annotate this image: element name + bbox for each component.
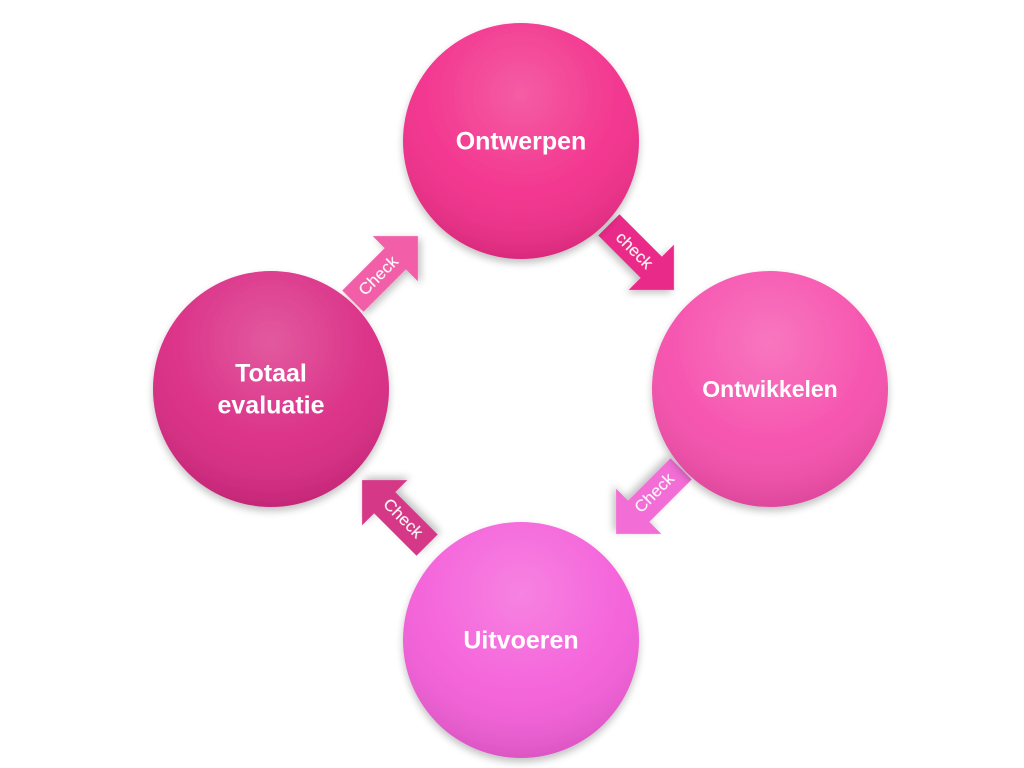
node-label-line1: Totaal <box>235 360 307 388</box>
node-label: Uitvoeren <box>463 627 578 655</box>
node-gloss <box>652 271 888 507</box>
node-label-line2: evaluatie <box>217 392 324 420</box>
arrow-shape <box>598 214 674 290</box>
arrow-shape <box>616 458 692 534</box>
arrow-uitvoeren-to-totaal: Check <box>362 480 438 556</box>
node-gloss <box>403 522 639 758</box>
node-totaal-evaluatie: Totaal evaluatie <box>153 271 389 507</box>
arrow-shape <box>362 480 438 556</box>
node-ontwikkelen: Ontwikkelen <box>652 271 888 507</box>
node-ontwerpen: Ontwerpen <box>403 23 639 259</box>
node-label: Ontwikkelen <box>702 376 837 402</box>
arrow-shape <box>342 236 418 312</box>
node-uitvoeren: Uitvoeren <box>403 522 639 758</box>
node-gloss <box>153 271 389 507</box>
node-gloss <box>403 23 639 259</box>
node-label: Ontwerpen <box>456 128 587 156</box>
